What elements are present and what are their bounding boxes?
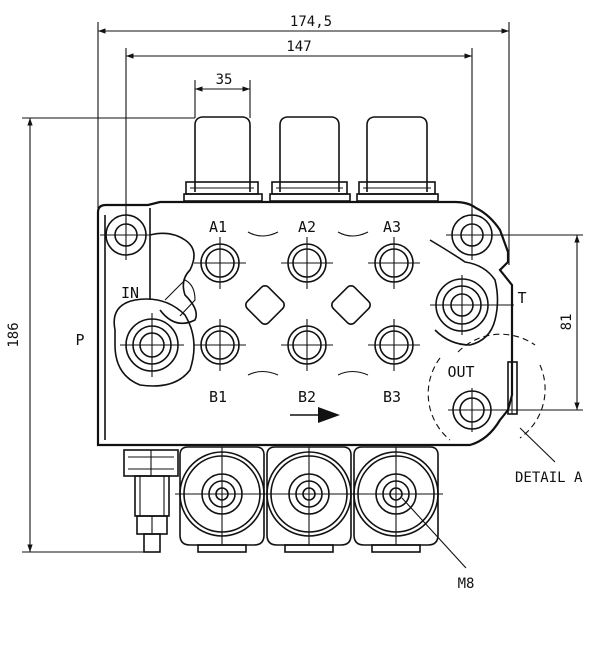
port-outlet (448, 361, 518, 432)
lever-handle-2 (269, 116, 351, 202)
valve-body (96, 200, 514, 447)
port-b3 (368, 319, 420, 371)
dimension-port-distance: 81 (470, 234, 583, 411)
spool-cap-3 (349, 446, 443, 553)
lever-handle-1 (183, 116, 263, 202)
spool-cap-2 (262, 446, 356, 553)
pressure-label: P (75, 331, 84, 349)
port-a2-label: A2 (298, 218, 316, 236)
mounting-hole-right (446, 210, 498, 260)
thread-label: M8 (458, 576, 475, 592)
dimension-lever-pitch: 35 (194, 72, 251, 118)
overall-width-label: 174,5 (290, 14, 332, 30)
tank-label: T (517, 289, 526, 307)
port-a3-label: A3 (383, 218, 401, 236)
dimension-height: 186 (6, 117, 195, 553)
detail-a-label: DETAIL A (515, 470, 583, 486)
port-b1-label: B1 (209, 388, 227, 406)
port-b3-label: B3 (383, 388, 401, 406)
outlet-label: OUT (447, 363, 474, 381)
port-b1 (194, 319, 246, 371)
port-b2-label: B2 (298, 388, 316, 406)
lever-pitch-label: 35 (216, 72, 233, 88)
port-a3 (368, 237, 420, 289)
relief-valve-fitting (123, 449, 179, 553)
port-a2 (281, 237, 333, 289)
port-b2 (281, 319, 333, 371)
port-inlet (120, 313, 184, 377)
thread-leader-line (401, 497, 467, 569)
dimension-overall-width: 174,5 (97, 14, 510, 265)
height-label: 186 (6, 322, 22, 347)
dimension-inner-width: 147 (125, 39, 473, 225)
port-tank (430, 275, 514, 335)
lever-handle-3 (356, 116, 439, 202)
port-a1 (194, 237, 246, 289)
port-a1-label: A1 (209, 218, 227, 236)
inner-width-label: 147 (286, 39, 311, 55)
port-distance-label: 81 (559, 314, 575, 331)
mounting-hole-left (100, 210, 152, 260)
detail-a-outline (427, 333, 556, 463)
inlet-label: IN (121, 284, 139, 302)
spool-cap-1 (175, 446, 269, 553)
flow-arrow (290, 407, 340, 423)
